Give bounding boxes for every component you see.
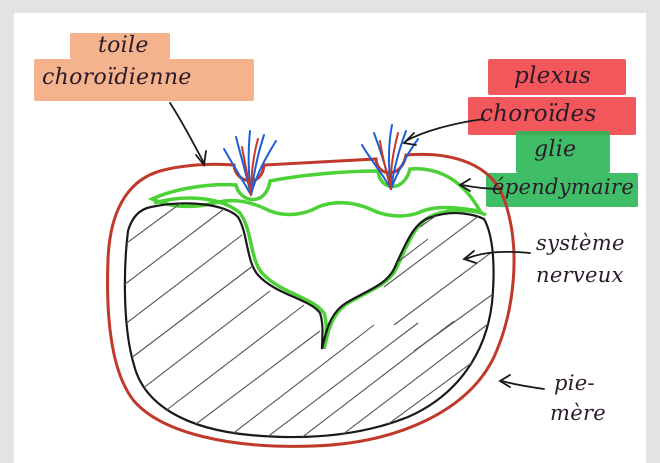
diagram-panel: toile choroïdienne plexus choroïdes glie… bbox=[14, 13, 646, 463]
hatching bbox=[124, 189, 500, 447]
nervous-system-outline bbox=[125, 203, 494, 437]
label-plexus-line1: plexus bbox=[514, 63, 591, 89]
arrow-toile bbox=[170, 103, 204, 163]
ependymal-glia-lower bbox=[154, 198, 486, 349]
label-toile-line2: choroïdienne bbox=[42, 65, 192, 90]
label-systeme-line2: nerveux bbox=[536, 263, 624, 287]
label-pie-line1: pie- bbox=[554, 371, 595, 395]
label-toile-line1: toile bbox=[98, 33, 149, 58]
ependymal-glia-upper bbox=[152, 169, 480, 216]
pointer-arrows bbox=[170, 103, 544, 389]
label-glie-line1: glie bbox=[534, 137, 576, 162]
choroid-plexus-right bbox=[362, 125, 418, 189]
arrow-plexus bbox=[406, 119, 484, 141]
label-plexus-line2: choroïdes bbox=[480, 101, 597, 127]
label-pie-line2: mère bbox=[550, 401, 606, 425]
arrow-systeme bbox=[466, 252, 530, 259]
label-systeme-line1: système bbox=[536, 231, 625, 255]
label-glie-line2: épendymaire bbox=[492, 175, 634, 199]
